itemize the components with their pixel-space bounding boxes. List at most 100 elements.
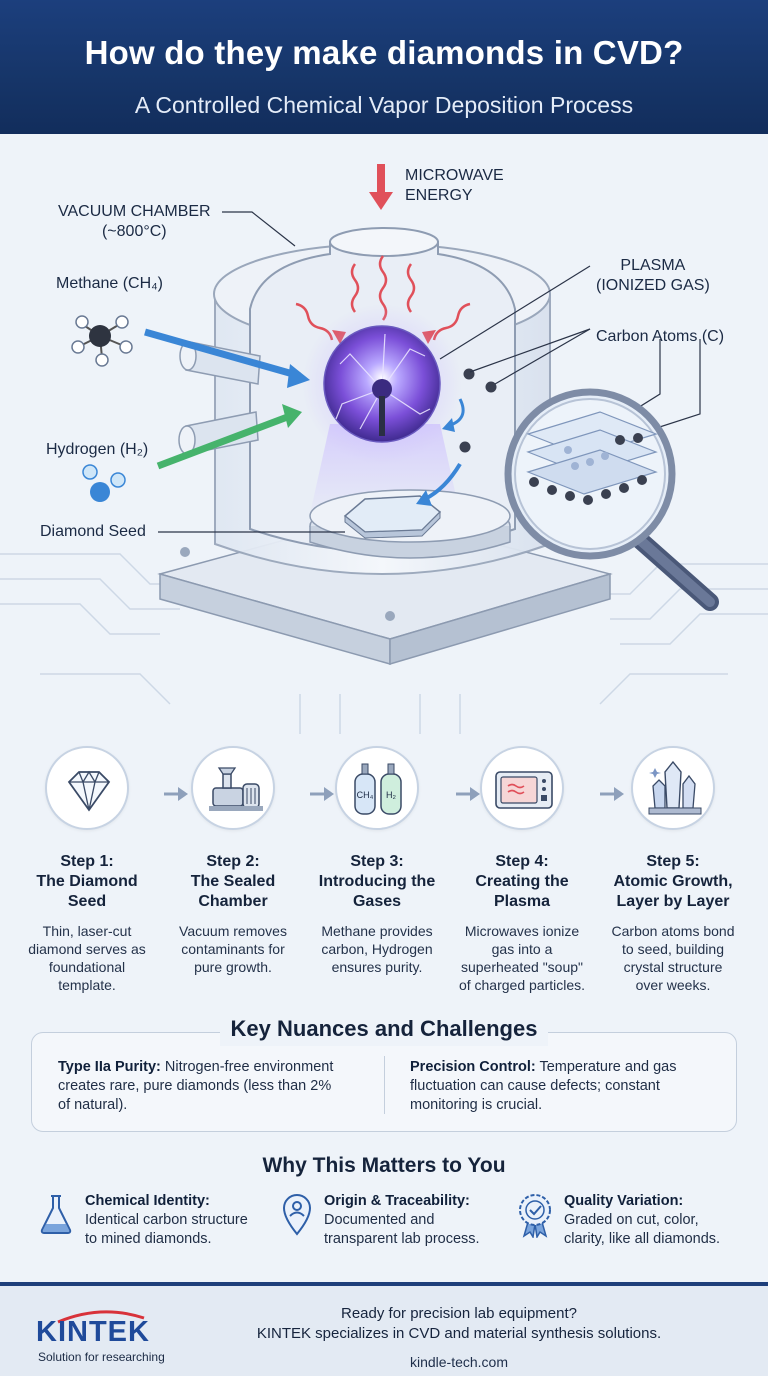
nuance-precision: Precision Control: Temperature and gas f… [410, 1058, 730, 1115]
why-origin-traceability-line1: Documented and [324, 1212, 435, 1228]
step-3-title: Step 3: Introducing the Gases [302, 852, 452, 912]
footer-cta-line2: KINTEK specializes in CVD and material s… [256, 1325, 662, 1342]
ch4-cylinder-label: CH₄ [357, 790, 374, 800]
nuance-precision-line1: Temperature and gas [539, 1059, 677, 1075]
step-2-title-line2: The Sealed [190, 873, 276, 890]
cvd-chamber-diagram: MICROWAVE ENERGY VACUUM CHAMBER (~800°C)… [0, 134, 768, 734]
step-5-title-line2: Atomic Growth, [613, 873, 733, 890]
why-quality-variation-line2: clarity, like all diamonds. [564, 1231, 721, 1247]
step-1-desc-line1: Thin, laser-cut [42, 923, 132, 939]
step-1-title-line1: Step 1: [60, 853, 114, 870]
carbon-atom [459, 441, 471, 453]
step-3-icon-circle: CH₄ H₂ [335, 746, 419, 830]
step-1-title-line3: Seed [67, 893, 107, 910]
why-quality-variation-heading: Quality Variation: [564, 1193, 684, 1209]
step-2-desc-line2: contaminants for [181, 941, 285, 957]
nuances-title: Key Nuances and Challenges [230, 1016, 538, 1041]
step-arrow-icon [600, 787, 624, 801]
step-5-title: Step 5: Atomic Growth, Layer by Layer [598, 852, 748, 912]
plasma-label-line2: (IONIZED GAS) [596, 277, 710, 294]
methane-label: Methane (CH₄) [56, 275, 164, 292]
step-4-desc-line3: superheated "soup" [460, 959, 584, 975]
magnifier-lens [504, 388, 719, 611]
why-quality-variation: Quality Variation: Graded on cut, color,… [564, 1192, 754, 1249]
vacuum-pump-icon [209, 767, 263, 811]
step-1: Step 1: The Diamond Seed Thin, laser-cut… [12, 746, 162, 994]
step-3: CH₄ H₂ Step 3: Introducing the Gases Met… [302, 746, 452, 976]
step-4-title: Step 4: Creating the Plasma [447, 852, 597, 912]
step-4-title-line2: Creating the [475, 873, 569, 890]
plasma-label: PLASMA (IONIZED GAS) [596, 256, 710, 296]
location-pin-icon [282, 1194, 312, 1236]
step-1-desc-line3: foundational [48, 959, 126, 975]
nuance-purity-heading: Type IIa Purity: [58, 1059, 161, 1075]
step-4-icon-circle [480, 746, 564, 830]
why-quality-variation-line1: Graded on cut, color, [564, 1212, 699, 1228]
step-arrow-icon [456, 787, 480, 801]
microwave-label: MICROWAVE ENERGY [405, 166, 504, 206]
step-2-title-line1: Step 2: [206, 853, 260, 870]
step-5-desc-line4: over weeks. [635, 977, 711, 993]
nuance-purity-line1: Nitrogen-free environment [164, 1059, 334, 1075]
step-5-desc-line3: crystal structure [623, 959, 723, 975]
step-3-desc-line1: Methane provides [321, 923, 433, 939]
why-chemical-identity-line2: to mined diamonds. [85, 1231, 212, 1247]
nuance-precision-line3: monitoring is crucial. [410, 1097, 543, 1113]
circuit-traces [0, 553, 768, 734]
step-4-desc-line1: Microwaves ionize [464, 923, 580, 939]
step-1-desc: Thin, laser-cut diamond serves as founda… [12, 922, 162, 994]
step-3-desc-line3: ensures purity. [331, 959, 423, 975]
carbon-atom [485, 381, 497, 393]
step-2-desc-line1: Vacuum removes [179, 923, 287, 939]
step-5-icon-circle [631, 746, 715, 830]
why-chemical-identity-line1: Identical carbon structure [85, 1212, 248, 1228]
step-3-title-line1: Step 3: [350, 853, 404, 870]
step-5-title-line3: Layer by Layer [616, 893, 730, 910]
step-2-desc-line3: pure growth. [194, 959, 272, 975]
microwave-label-line2: ENERGY [405, 187, 473, 204]
step-arrow-icon [164, 787, 188, 801]
step-2-title: Step 2: The Sealed Chamber [158, 852, 308, 912]
methane-inlet [144, 328, 310, 388]
footer-cta-line1: Ready for precision lab equipment? [341, 1305, 577, 1322]
step-1-icon-circle [45, 746, 129, 830]
step-3-title-line3: Gases [352, 893, 402, 910]
methane-molecule [71, 315, 133, 367]
why-origin-traceability: Origin & Traceability: Documented and tr… [324, 1192, 514, 1249]
crystals-icon [648, 760, 702, 815]
nuances-title-backdrop [220, 1016, 548, 1046]
step-5-desc-line1: Carbon atoms bond [611, 923, 735, 939]
step-1-desc-line4: template. [58, 977, 116, 993]
chamber-label-line1: VACUUM CHAMBER [58, 203, 211, 220]
microwave-label-line1: MICROWAVE [405, 167, 504, 184]
step-2-icon-circle [191, 746, 275, 830]
step-5-desc-line2: to seed, building [622, 941, 724, 957]
header-banner: How do they make diamonds in CVD? A Cont… [0, 0, 768, 134]
award-badge-icon [519, 1194, 551, 1238]
footer-url-link[interactable]: kindle-tech.com [409, 1354, 509, 1370]
step-3-desc-line2: carbon, Hydrogen [321, 941, 433, 957]
kintek-logo[interactable]: KINTEK Solution for researching [36, 1308, 176, 1368]
nuance-purity-line3: of natural). [58, 1097, 128, 1113]
step-5-desc: Carbon atoms bond to seed, building crys… [598, 922, 748, 994]
footer: KINTEK Solution for researching Ready fo… [0, 1282, 768, 1376]
page-title: How do they make diamonds in CVD? [84, 34, 684, 71]
plasma-label-line1: PLASMA [620, 257, 686, 274]
step-4: Step 4: Creating the Plasma Microwaves i… [447, 746, 597, 994]
brand-name: KINTEK [36, 1316, 150, 1348]
nuances-divider [384, 1056, 385, 1114]
microwave-icon [495, 771, 553, 809]
why-origin-traceability-heading: Origin & Traceability: [324, 1193, 470, 1209]
diamond-icon [67, 770, 111, 812]
step-4-desc: Microwaves ionize gas into a superheated… [447, 922, 597, 994]
step-4-title-line3: Plasma [493, 893, 551, 910]
carbon-atoms-label: Carbon Atoms (C) [596, 328, 725, 345]
chamber-illustration [0, 164, 768, 734]
chamber-label-line2: (~800°C) [101, 223, 167, 240]
why-chemical-identity: Chemical Identity: Identical carbon stru… [85, 1192, 275, 1249]
brand-tagline: Solution for researching [38, 1350, 165, 1364]
logo-swoosh-icon [57, 1310, 145, 1324]
nuance-purity-line2: creates rare, pure diamonds (less than 2… [58, 1078, 332, 1094]
chamber-label: VACUUM CHAMBER (~800°C) [58, 202, 211, 242]
why-origin-traceability-line2: transparent lab process. [324, 1231, 480, 1247]
